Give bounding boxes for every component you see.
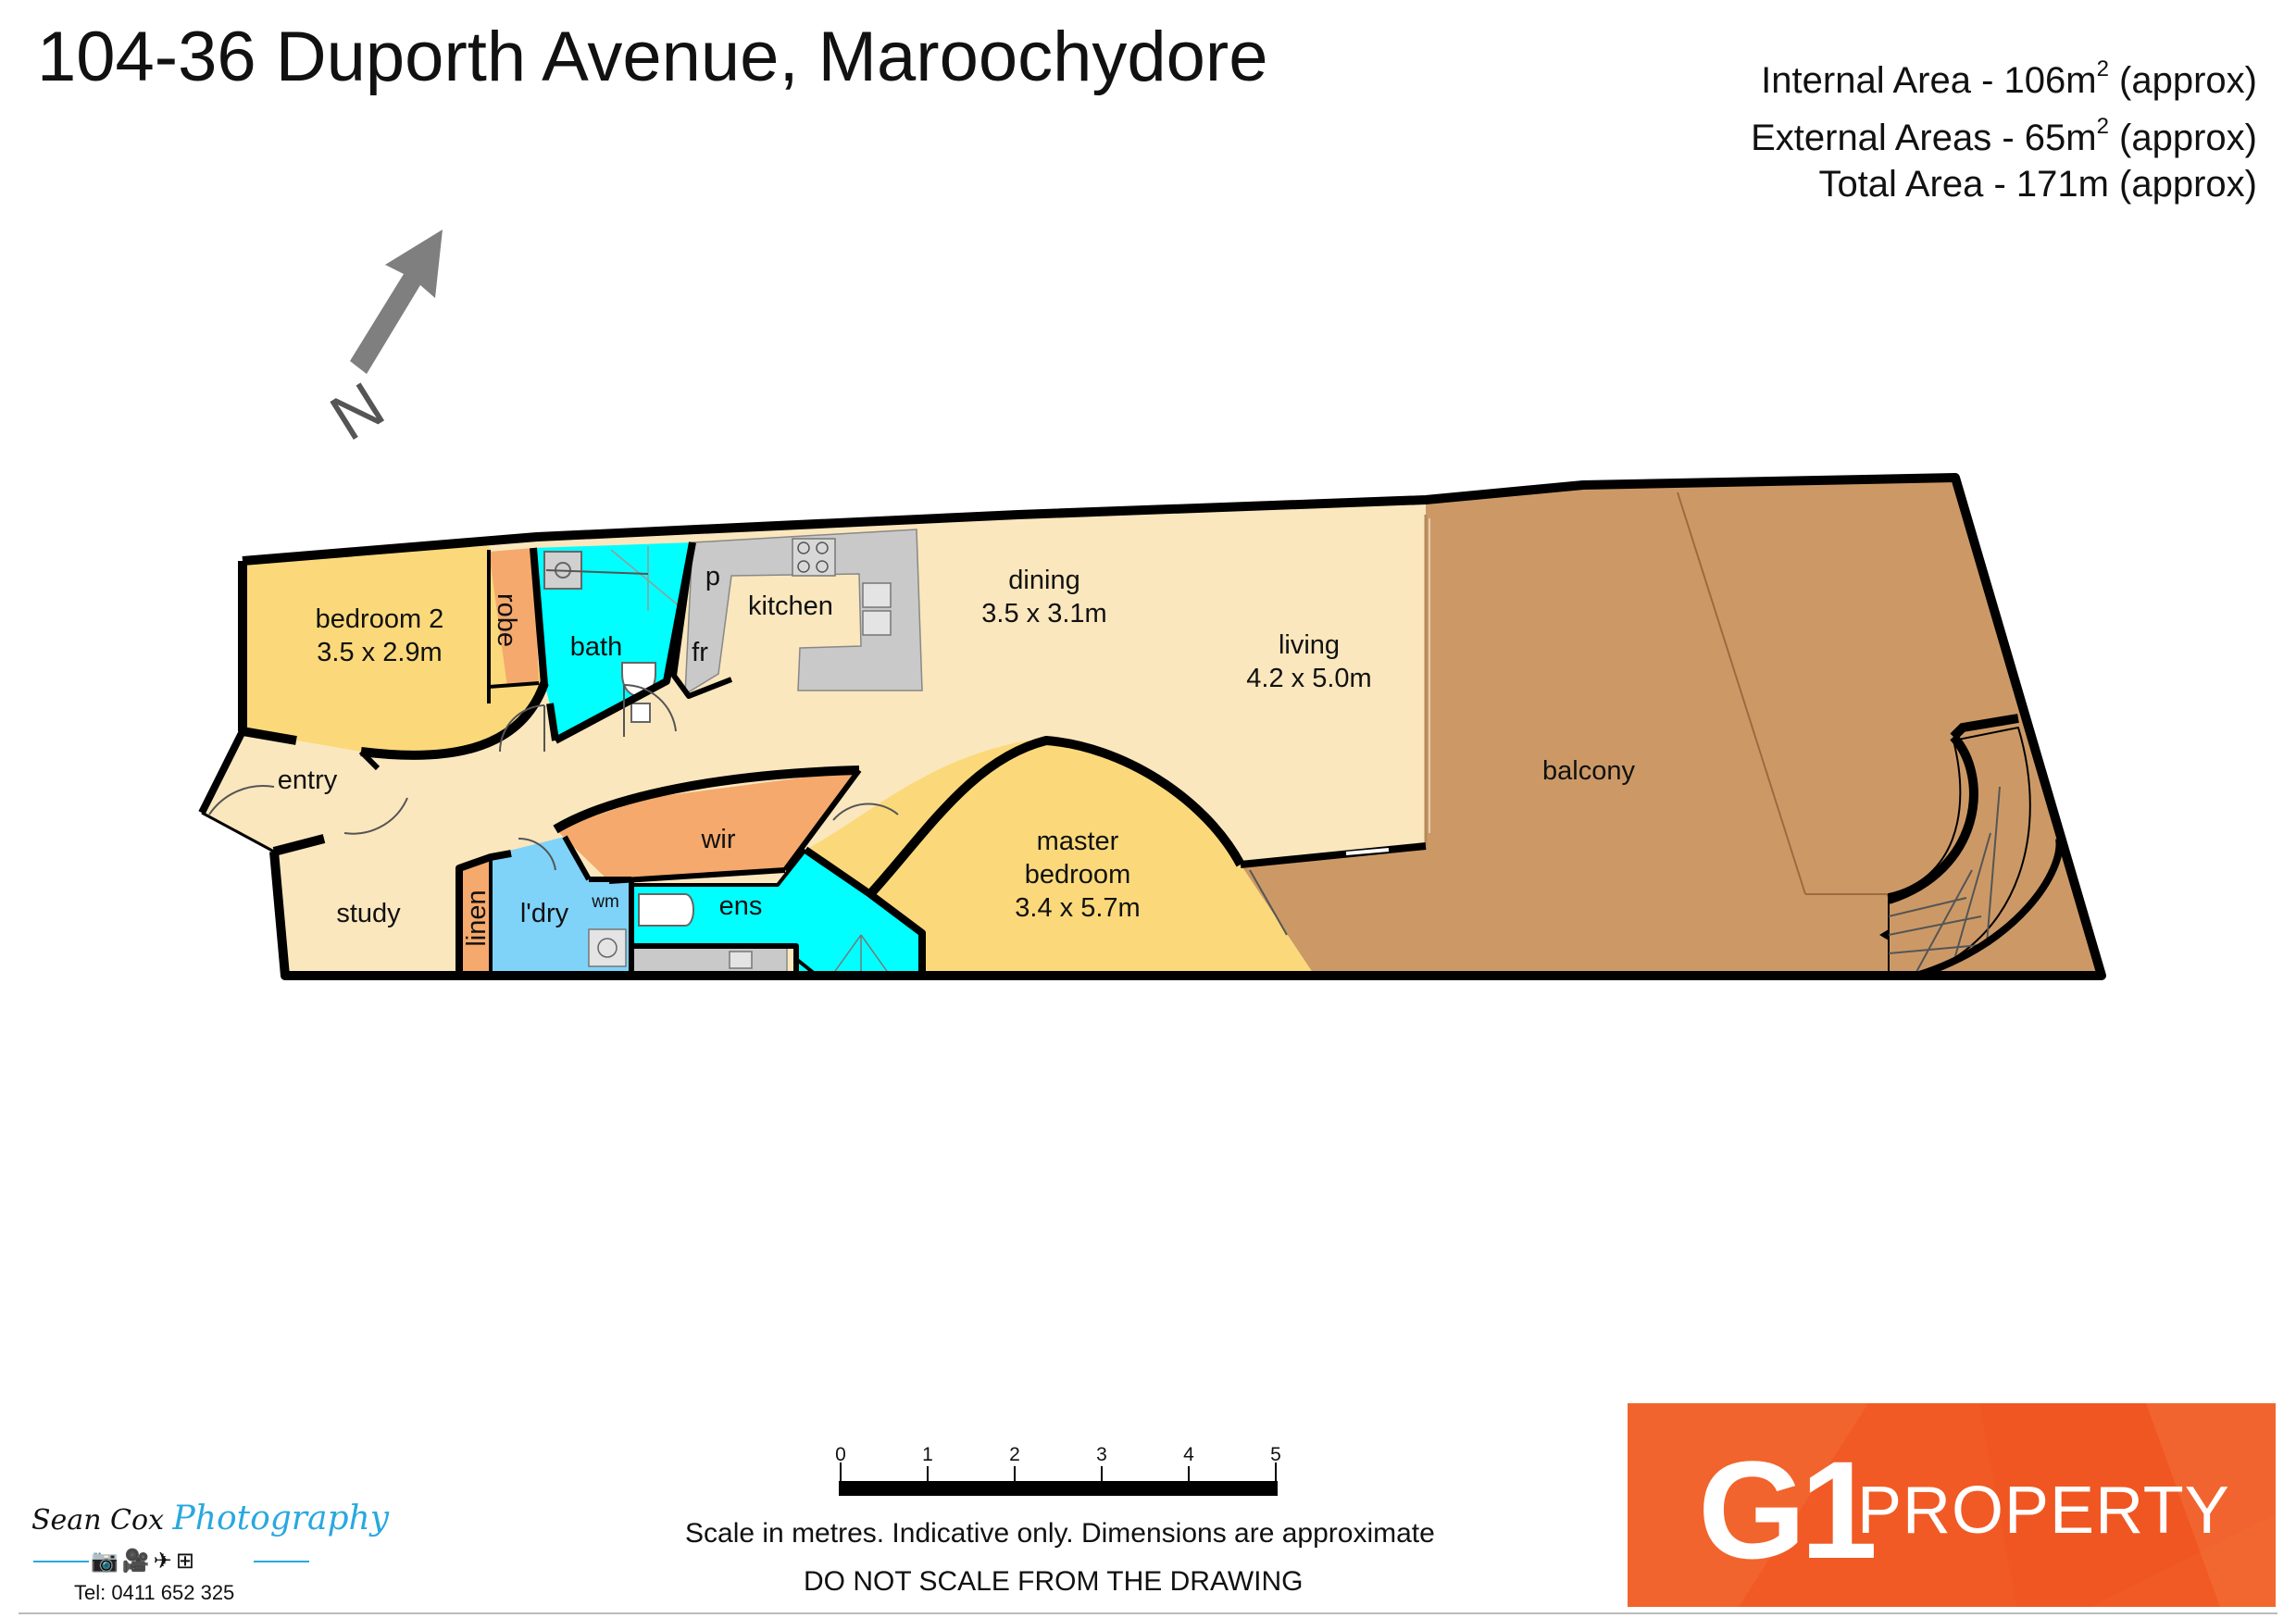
camera-icon: 📷🎥✈⊞ bbox=[91, 1549, 198, 1574]
linen bbox=[459, 861, 491, 974]
walls bbox=[198, 473, 2106, 980]
divider bbox=[254, 1561, 309, 1562]
g1-property-logo: G1 PROPERTY bbox=[1628, 1403, 2276, 1607]
scale-tick-2: 2 bbox=[1009, 1444, 1020, 1465]
internal-area: Internal Area - 106m2 (approx) bbox=[1761, 56, 2257, 101]
scale-tick-1: 1 bbox=[922, 1444, 933, 1465]
dining-dims: 3.5 x 3.1m bbox=[981, 599, 1106, 629]
bath-room bbox=[533, 542, 693, 741]
photographer-logo: Sean Cox Photography 📷🎥✈⊞ Tel: 0411 652 … bbox=[28, 1488, 389, 1609]
kitchen-bench bbox=[684, 529, 923, 696]
north-arrow-icon: N bbox=[318, 230, 443, 454]
scale-tick-4: 4 bbox=[1183, 1444, 1194, 1465]
dining-label: dining bbox=[1008, 566, 1079, 595]
master-dims: 3.4 x 5.7m bbox=[1015, 893, 1140, 923]
scale-tick-5: 5 bbox=[1270, 1444, 1281, 1465]
master-label: master bbox=[1037, 827, 1119, 856]
entry-label: entry bbox=[278, 765, 338, 795]
master-label-2: bedroom bbox=[1025, 860, 1130, 890]
pantry-label: p bbox=[705, 562, 720, 591]
scale-tick-0: 0 bbox=[835, 1444, 846, 1465]
north-label: N bbox=[318, 368, 396, 454]
robe bbox=[489, 548, 539, 687]
linen-label: linen bbox=[462, 890, 492, 946]
scale-tick-3: 3 bbox=[1096, 1444, 1107, 1465]
area-summary: Internal Area - 106m2 (approx) External … bbox=[1751, 46, 2257, 207]
living-label: living bbox=[1279, 630, 1340, 660]
scale-warning: DO NOT SCALE FROM THE DRAWING bbox=[804, 1566, 1304, 1597]
balcony-label: balcony bbox=[1542, 756, 1635, 786]
divider bbox=[33, 1561, 89, 1562]
study-label: study bbox=[336, 899, 401, 928]
scale-bar: 0 1 2 3 4 5 bbox=[835, 1444, 1281, 1496]
door-swings bbox=[208, 518, 1430, 936]
bath-label: bath bbox=[570, 632, 622, 662]
wir-room bbox=[555, 770, 859, 881]
living-dims: 4.2 x 5.0m bbox=[1246, 664, 1371, 693]
wir-label: wir bbox=[700, 825, 735, 854]
bedroom-2-label: bedroom 2 bbox=[316, 604, 444, 634]
entry-room bbox=[202, 731, 404, 852]
stair-icon bbox=[1879, 714, 2064, 979]
kitchen-label: kitchen bbox=[748, 591, 833, 621]
scale-note: Scale in metres. Indicative only. Dimens… bbox=[685, 1518, 1435, 1549]
external-area: External Areas - 65m2 (approx) bbox=[1751, 114, 2257, 158]
washing-machine-label: wm bbox=[591, 892, 619, 912]
robe-label: robe bbox=[492, 593, 521, 647]
laundry-label: l'dry bbox=[520, 899, 569, 928]
photographer-phone: Tel: 0411 652 325 bbox=[74, 1581, 235, 1604]
fridge-label: fr bbox=[692, 638, 708, 667]
master-bedroom-room bbox=[805, 741, 1315, 976]
photographer-name: Sean Cox Photography bbox=[31, 1500, 390, 1537]
bedroom-2-dims: 3.5 x 2.9m bbox=[317, 638, 442, 667]
total-area: Total Area - 171m (approx) bbox=[1818, 164, 2257, 205]
bedroom-2-room bbox=[243, 546, 544, 755]
brand-texture-icon bbox=[1628, 1403, 2276, 1607]
balcony-area bbox=[1241, 478, 2102, 976]
logo-word: PROPERTY bbox=[1857, 1474, 2230, 1548]
page-title: 104-36 Duporth Avenue, Maroochydore bbox=[37, 18, 1268, 96]
logo-mark: G1 bbox=[1698, 1432, 1878, 1587]
ensuite-label: ens bbox=[719, 891, 763, 921]
bottom-rule bbox=[19, 1612, 2277, 1614]
